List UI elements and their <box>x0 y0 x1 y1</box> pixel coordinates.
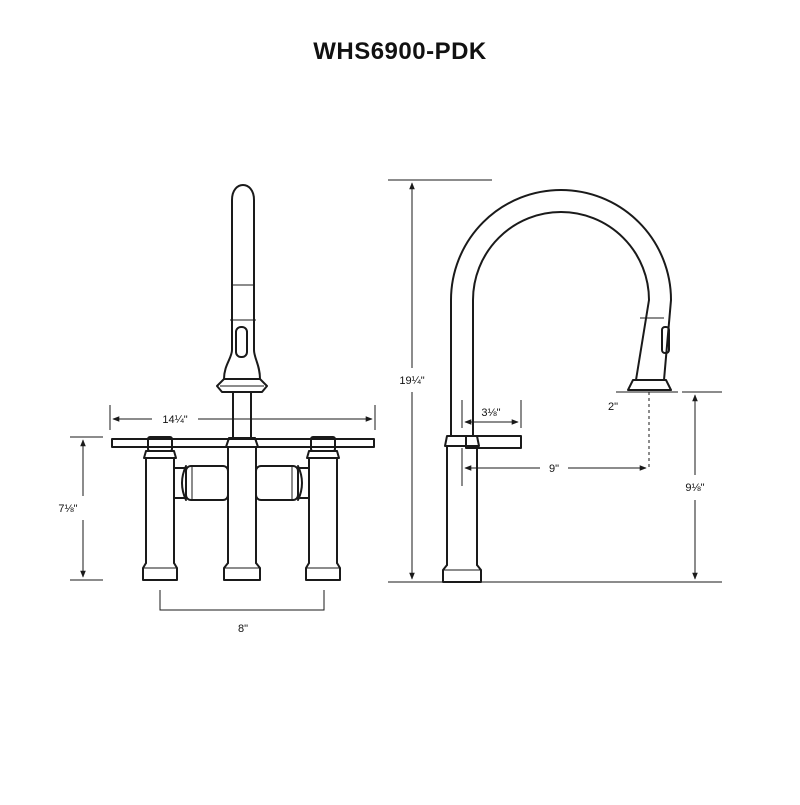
center-spout-column <box>223 391 261 581</box>
front-height-label: 7⅛" <box>58 503 77 515</box>
front-width-label: 14¼" <box>162 414 187 426</box>
spout-height-label: 9⅛" <box>685 482 704 494</box>
spout-drop-dimension: 2" <box>608 391 678 468</box>
spout-front <box>216 184 268 393</box>
model-title: WHS6900-PDK <box>313 38 487 65</box>
spout-reach-label: 9" <box>549 463 559 475</box>
center-spread-dimension: 8" <box>159 590 325 635</box>
left-handle-column <box>142 436 178 581</box>
spout-drop-label: 2" <box>608 401 618 413</box>
right-handle-column <box>305 436 341 581</box>
spout-reach-dimension: 9" <box>461 448 647 486</box>
side-handle <box>465 435 522 449</box>
handle-projection-label: 3⅛" <box>481 407 500 419</box>
overall-height-label: 19¼" <box>399 375 424 387</box>
front-height-dimension: 7⅛" <box>58 436 103 581</box>
bridge-connector <box>173 465 310 501</box>
handle-projection-dimension: 3⅛" <box>461 400 522 428</box>
side-view: 19¼" 3⅛" 2" 9" <box>388 179 722 583</box>
front-view: 14¼" 7⅛" 8" <box>58 184 376 635</box>
front-width-dimension: 14¼" <box>109 405 376 430</box>
gooseneck-spout <box>450 189 672 437</box>
spout-height-dimension: 9⅛" <box>682 391 722 580</box>
overall-height-dimension: 19¼" <box>388 179 492 580</box>
center-spread-label: 8" <box>238 623 248 635</box>
